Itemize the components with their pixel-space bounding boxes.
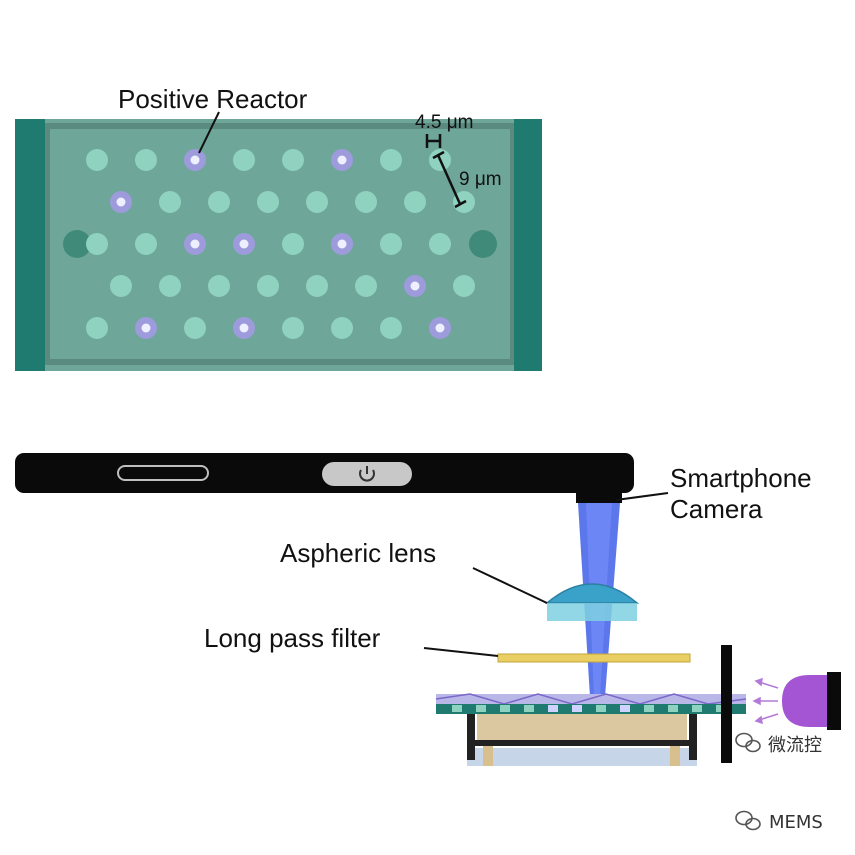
- well: [233, 149, 255, 171]
- well-array: [86, 149, 475, 339]
- smartphone-speaker-slot: [117, 465, 209, 481]
- chip-side-view: [435, 693, 747, 714]
- aspheric-lens-label: Aspheric lens: [280, 538, 436, 568]
- aspheric-lens-base: [547, 603, 637, 621]
- chip-side-wells: [452, 705, 726, 712]
- positive-well-core: [410, 281, 420, 291]
- positive-well-core: [141, 323, 151, 333]
- chip-holder: [467, 712, 697, 766]
- well: [257, 275, 279, 297]
- positive-well-core: [337, 155, 347, 165]
- holder-right-wall: [689, 712, 697, 760]
- well: [380, 149, 402, 171]
- smartphone: [15, 453, 634, 503]
- well: [184, 317, 206, 339]
- well: [86, 149, 108, 171]
- long-pass-filter-label: Long pass filter: [204, 623, 381, 653]
- side-positive-well: [572, 705, 582, 712]
- side-well: [596, 705, 606, 712]
- long-pass-filter: [497, 653, 691, 663]
- well: [306, 191, 328, 213]
- chip-left-port: [63, 230, 91, 258]
- scale-marker-small: [425, 134, 442, 148]
- well: [257, 191, 279, 213]
- chip-right-port: [469, 230, 497, 258]
- well: [380, 233, 402, 255]
- side-well: [500, 705, 510, 712]
- well: [86, 233, 108, 255]
- well: [282, 149, 304, 171]
- watermark-wechat-account: 微流控: [768, 735, 822, 756]
- positive-well-core: [116, 197, 126, 207]
- positive-well-core: [239, 323, 249, 333]
- scale-label-small: 4.5 μm: [415, 112, 473, 133]
- positive-well-core: [337, 239, 347, 249]
- side-well: [692, 705, 702, 712]
- scale-marker-large: [432, 150, 467, 209]
- chip-right-end-bar: [514, 119, 542, 371]
- chip-left-end-bar: [15, 119, 45, 371]
- positive-well-core: [190, 239, 200, 249]
- led-aperture-plate: [721, 645, 732, 763]
- positive-reactor-label: Positive Reactor: [118, 84, 308, 114]
- well: [453, 275, 475, 297]
- side-well: [452, 705, 462, 712]
- holder-sample-block: [477, 714, 687, 740]
- watermark-brand: MEMS: [769, 812, 823, 833]
- camera-label-pointer: [615, 492, 669, 501]
- well: [159, 275, 181, 297]
- side-well: [644, 705, 654, 712]
- positive-well-core: [239, 239, 249, 249]
- well: [282, 233, 304, 255]
- well: [355, 275, 377, 297]
- positive-reactor-pointer: [198, 111, 220, 154]
- holder-foot-left: [483, 746, 493, 766]
- camera-label-line2: Camera: [670, 494, 763, 524]
- well: [380, 317, 402, 339]
- scale-label-large: 9 μm: [459, 169, 502, 190]
- led-dome: [782, 675, 829, 727]
- aspheric-lens: [544, 583, 640, 604]
- led-emission-arrows: [752, 677, 779, 725]
- chip-inner-border: [44, 123, 516, 365]
- led-light-source: [782, 672, 841, 730]
- holder-left-wall: [467, 712, 475, 760]
- well: [159, 191, 181, 213]
- side-positive-well: [548, 705, 558, 712]
- smartphone-camera-bump: [576, 491, 622, 503]
- well: [208, 191, 230, 213]
- well: [282, 317, 304, 339]
- camera-label-line1: Smartphone: [670, 463, 812, 493]
- wechat-icon: [735, 732, 761, 753]
- side-well: [668, 705, 678, 712]
- well: [404, 191, 426, 213]
- positive-well-core: [435, 323, 445, 333]
- wechat-icon: [735, 810, 761, 831]
- chip-side-light-zigzag: [435, 693, 747, 705]
- side-well: [476, 705, 486, 712]
- power-icon: [359, 466, 375, 482]
- well: [331, 317, 353, 339]
- side-well: [524, 705, 534, 712]
- chip-side-well-layer: [436, 704, 746, 714]
- well: [110, 275, 132, 297]
- led-base: [827, 672, 841, 730]
- side-positive-well: [620, 705, 630, 712]
- well: [429, 233, 451, 255]
- well: [86, 317, 108, 339]
- well: [135, 233, 157, 255]
- well: [355, 191, 377, 213]
- holder-base: [467, 748, 697, 766]
- well: [208, 275, 230, 297]
- positive-well-core: [190, 155, 200, 165]
- holder-floor: [467, 740, 697, 746]
- well: [135, 149, 157, 171]
- microwell-chip: [15, 119, 542, 371]
- aspheric-lens-pointer: [472, 567, 548, 604]
- holder-foot-right: [670, 746, 680, 766]
- well: [306, 275, 328, 297]
- long-pass-filter-pointer: [423, 647, 499, 657]
